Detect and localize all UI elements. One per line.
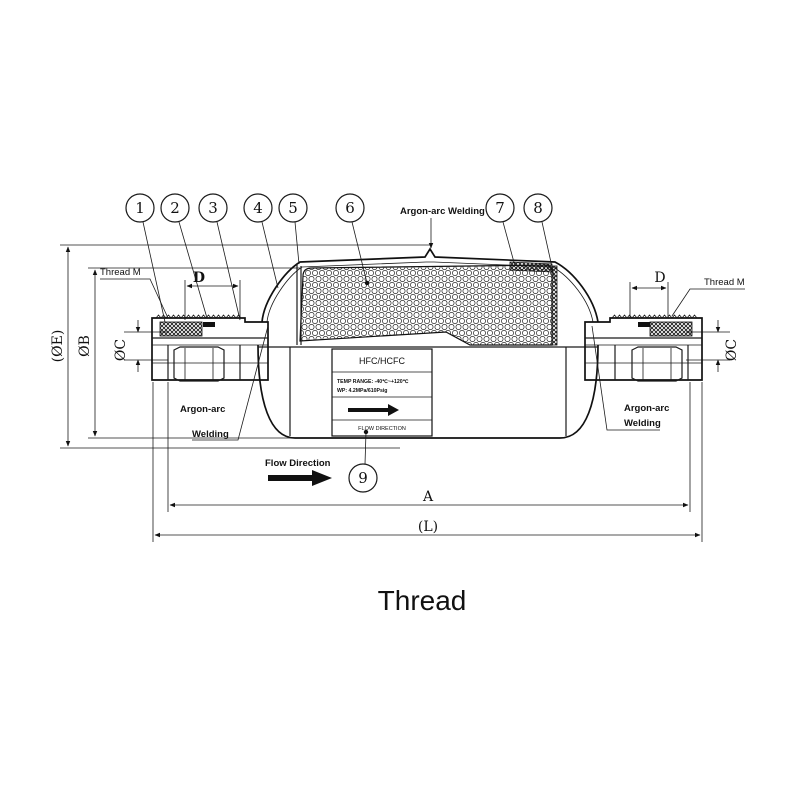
desiccant-core xyxy=(299,264,553,346)
dim-a-label: A xyxy=(422,489,434,505)
dimension-d-right: D xyxy=(629,270,669,318)
gasket-right xyxy=(649,321,693,337)
callout-number: 1 xyxy=(135,199,145,217)
callout-number: 5 xyxy=(288,199,298,217)
gasket-left xyxy=(159,321,203,337)
shell xyxy=(257,247,599,439)
callout-9: 9 xyxy=(348,429,378,493)
dia-c-right-label: ØC xyxy=(724,339,740,361)
thread-teeth-left xyxy=(155,314,242,319)
hex-nut-left xyxy=(173,346,225,382)
callout-2: 2 xyxy=(160,193,208,319)
thread-m-left: Thread M xyxy=(100,267,169,319)
spring xyxy=(509,261,553,273)
nameplate-wp: WP: 4.2MPa/610Psig xyxy=(337,388,387,394)
callout-5: 5 xyxy=(278,193,308,265)
nameplate-refrigerant: HFC/HCFC xyxy=(359,356,405,366)
callout-3: 3 xyxy=(198,193,241,321)
dimension-l: (L) xyxy=(152,382,703,542)
hex-nut-right xyxy=(631,346,683,382)
argon-left-label-2: Welding xyxy=(192,429,229,440)
shell-upper-inner xyxy=(266,261,594,323)
thread-teeth-right xyxy=(611,314,698,319)
nameplate-flow: FLOW DIRECTION xyxy=(358,426,406,432)
d-left-label: D xyxy=(193,270,205,286)
callout-1: 1 xyxy=(125,193,166,323)
thread-m-right-label: Thread M xyxy=(704,277,745,288)
dia-b-label: ØB xyxy=(77,335,93,357)
dimension-e: (ØE) xyxy=(50,244,432,449)
argon-weld-left: Argon-arc Welding xyxy=(180,325,269,441)
callout-number: 7 xyxy=(495,199,505,217)
nameplate-flow-arrow-icon xyxy=(348,404,399,416)
d-right-label: D xyxy=(654,270,665,286)
dia-e-label: (ØE) xyxy=(50,330,66,363)
argon-top-label: Argon-arc Welding xyxy=(400,206,485,217)
shell-lower-outline xyxy=(257,344,599,439)
argon-left-label-1: Argon-arc xyxy=(180,404,225,415)
callout-7: 7 xyxy=(485,193,516,267)
shell-upper-outline xyxy=(261,247,599,323)
callout-4: 4 xyxy=(243,193,279,289)
callout-number: 6 xyxy=(345,199,355,217)
left-plate xyxy=(296,264,302,345)
callout-number: 9 xyxy=(358,469,368,487)
thread-m-right: Thread M xyxy=(671,277,745,317)
flow-arrow-icon xyxy=(268,470,332,486)
flow-direction: Flow Direction xyxy=(265,458,332,486)
nameplate: HFC/HCFC TEMP RANGE: -40℃~+120℃ WP: 4.2M… xyxy=(331,348,433,437)
right-plate xyxy=(551,265,558,346)
callout-6: 6 xyxy=(335,193,370,286)
dimension-b: ØB xyxy=(77,267,300,439)
callout-number: 4 xyxy=(253,199,263,217)
argon-right-label-2: Welding xyxy=(624,418,661,429)
right-fitting xyxy=(584,314,703,382)
left-fitting xyxy=(151,314,269,382)
callout-number: 8 xyxy=(533,199,543,217)
callout-8: 8 xyxy=(523,193,557,286)
dimension-a: A xyxy=(167,382,691,512)
nameplate-temp-range: TEMP RANGE: -40℃~+120℃ xyxy=(337,378,409,385)
dimension-c-right: ØC xyxy=(686,320,740,372)
argon-weld-right: Argon-arc Welding xyxy=(591,325,669,431)
figure-caption: Thread xyxy=(378,585,467,616)
callout-number: 3 xyxy=(208,199,218,217)
dia-c-left-label: ØC xyxy=(113,339,129,361)
thread-m-left-label: Thread M xyxy=(100,267,141,278)
argon-weld-top: Argon-arc Welding xyxy=(400,206,485,249)
flow-direction-label: Flow Direction xyxy=(265,458,331,469)
dimension-d-left: D xyxy=(184,270,241,320)
dim-l-label: (L) xyxy=(418,519,438,535)
callout-number: 2 xyxy=(170,199,180,217)
argon-right-label-1: Argon-arc xyxy=(624,403,669,414)
